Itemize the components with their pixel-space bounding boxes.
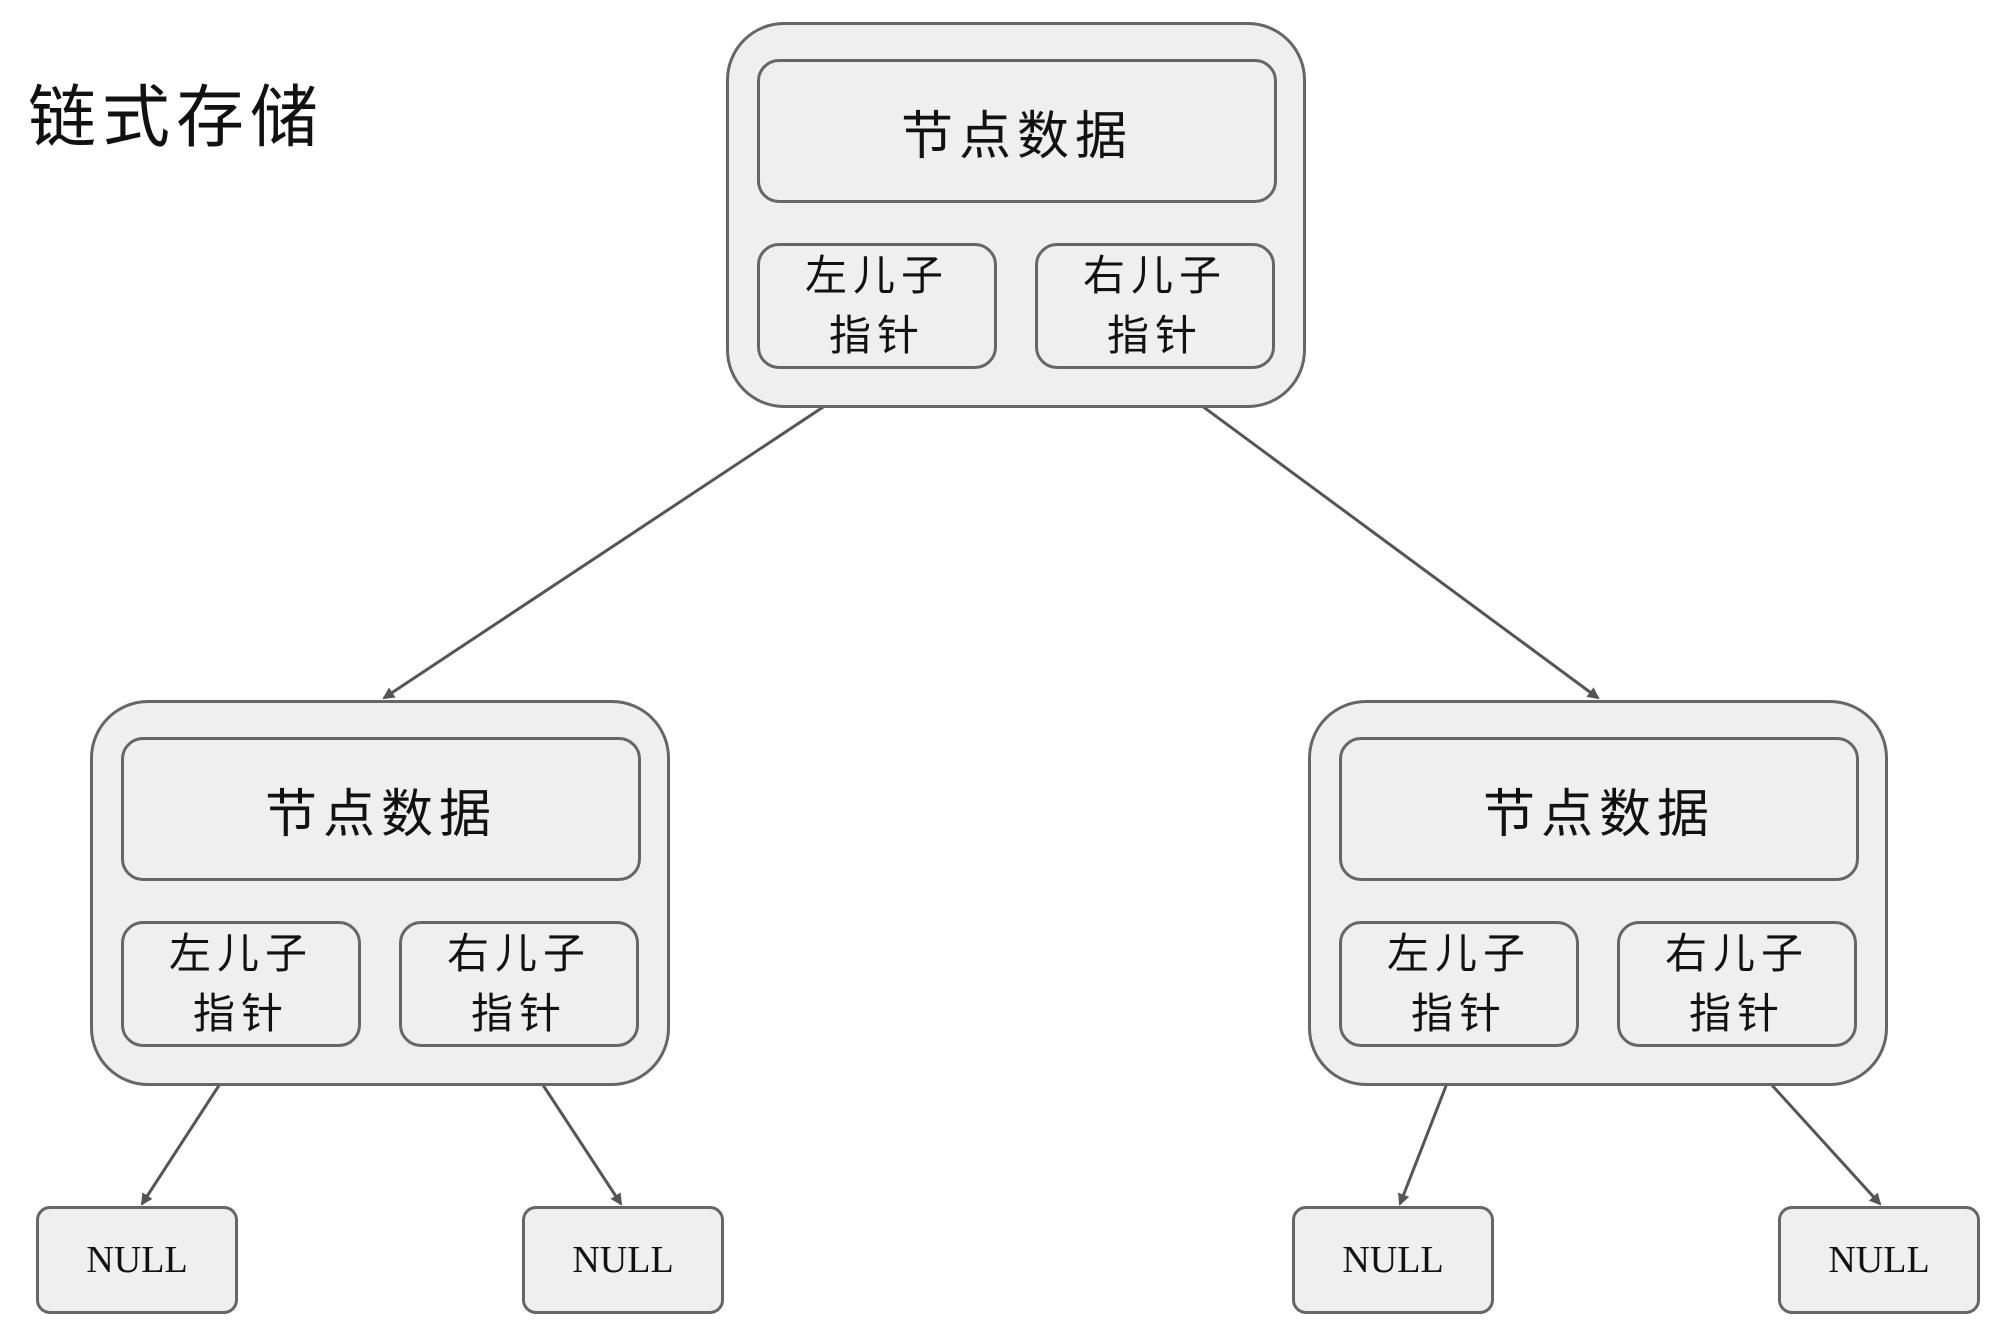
pointer-label-line1: 左儿子	[1386, 929, 1531, 978]
right-child-node: 节点数据 左儿子 指针 右儿子 指针	[1308, 700, 1888, 1086]
root-node: 节点数据 左儿子 指针 右儿子 指针	[726, 22, 1306, 408]
null-box: NULL	[1292, 1206, 1494, 1314]
pointer-label-line1: 左儿子	[804, 251, 949, 300]
null-box: NULL	[522, 1206, 724, 1314]
pointer-label-line1: 右儿子	[446, 929, 591, 978]
pointer-label-line2: 指针	[1688, 989, 1785, 1038]
right-child-pointer: 右儿子 指针	[1035, 243, 1275, 369]
pointer-label-line1: 右儿子	[1664, 929, 1809, 978]
node-data-box: 节点数据	[1339, 737, 1859, 881]
right-child-pointer: 右儿子 指针	[1617, 921, 1857, 1047]
edge-root-to-left	[382, 370, 877, 700]
node-data-box: 节点数据	[757, 59, 1277, 203]
left-child-pointer: 左儿子 指针	[121, 921, 361, 1047]
pointer-label-line2: 指针	[470, 989, 567, 1038]
right-child-pointer: 右儿子 指针	[399, 921, 639, 1047]
node-data-box: 节点数据	[121, 737, 641, 881]
pointer-label-line2: 指针	[1106, 311, 1203, 360]
pointer-label-line2: 指针	[192, 989, 289, 1038]
null-box: NULL	[36, 1206, 238, 1314]
pointer-label-line2: 指针	[828, 311, 925, 360]
left-child-pointer: 左儿子 指针	[757, 243, 997, 369]
pointer-label-line1: 左儿子	[168, 929, 313, 978]
pointer-label-line2: 指针	[1410, 989, 1507, 1038]
left-child-pointer: 左儿子 指针	[1339, 921, 1579, 1047]
pointer-label-line1: 右儿子	[1082, 251, 1227, 300]
null-box: NULL	[1778, 1206, 1980, 1314]
diagram-title: 链式存储	[28, 79, 325, 158]
left-child-node: 节点数据 左儿子 指针 右儿子 指针	[90, 700, 670, 1086]
edge-root-to-right	[1155, 370, 1600, 700]
